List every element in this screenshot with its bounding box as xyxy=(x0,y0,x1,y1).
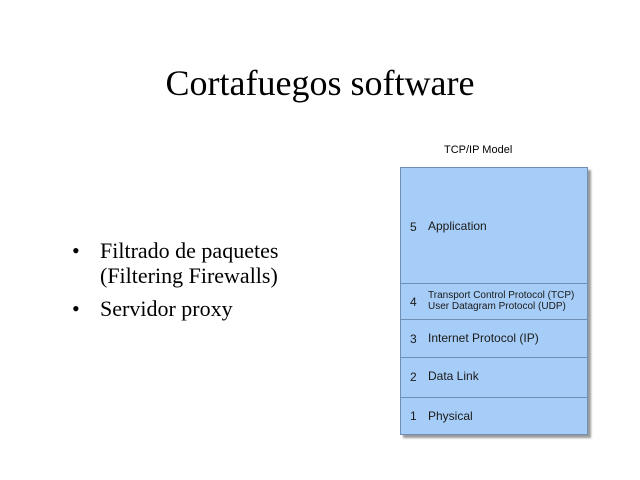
layer-transport: 4 Transport Control Protocol (TCP) User … xyxy=(400,283,588,321)
layer-number: 4 xyxy=(410,295,417,309)
layer-number: 3 xyxy=(410,332,417,346)
layer-physical: 1 Physical xyxy=(400,397,588,435)
bullet-marker: • xyxy=(72,296,80,321)
layer-name-line: User Datagram Protocol (UDP) xyxy=(428,301,566,312)
layer-number: 5 xyxy=(410,220,417,234)
bullet-item: • Servidor proxy xyxy=(72,296,278,321)
layer-name: Transport Control Protocol (TCP) User Da… xyxy=(428,290,574,312)
layer-name-line: Transport Control Protocol (TCP) xyxy=(428,290,575,301)
bullet-text: Servidor proxy xyxy=(100,296,233,321)
layer-name: Application xyxy=(428,219,487,233)
layer-data-link: 2 Data Link xyxy=(400,357,588,399)
slide-title: Cortafuegos software xyxy=(165,63,475,103)
layer-name: Physical xyxy=(428,409,473,423)
diagram-caption: TCP/IP Model xyxy=(444,144,513,156)
bullet-marker: • xyxy=(72,238,80,263)
layer-name: Data Link xyxy=(428,369,479,383)
layer-application: 5 Application xyxy=(400,167,588,285)
layer-internet: 3 Internet Protocol (IP) xyxy=(400,319,588,359)
bullet-list: • Filtrado de paquetes (Filtering Firewa… xyxy=(72,238,278,329)
bullet-text: Filtrado de paquetes xyxy=(100,238,279,263)
layer-number: 2 xyxy=(410,370,417,384)
bullet-item: • Filtrado de paquetes (Filtering Firewa… xyxy=(72,238,278,288)
layer-number: 1 xyxy=(410,409,417,423)
layer-name: Internet Protocol (IP) xyxy=(428,331,539,345)
tcpip-model-diagram: 5 Application 4 Transport Control Protoc… xyxy=(400,167,588,435)
bullet-text: (Filtering Firewalls) xyxy=(100,263,278,288)
